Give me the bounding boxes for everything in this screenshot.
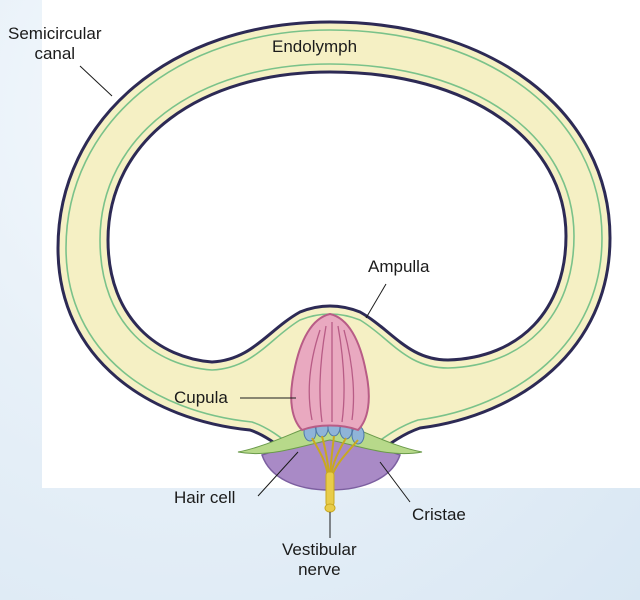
leader-lines	[79, 65, 411, 538]
label-hair-cell: Hair cell	[174, 488, 236, 507]
label-endolymph: Endolymph	[272, 37, 358, 56]
label-vestibular-line2: nerve	[298, 560, 341, 579]
nerve-trunk	[325, 471, 335, 507]
label-semicircular-canal: Semicircular canal	[8, 24, 102, 64]
label-cupula: Cupula	[174, 388, 228, 407]
label-vestibular-nerve: Vestibular nerve	[282, 540, 357, 580]
label-semicircular-line1: Semicircular	[8, 24, 102, 43]
nerve-end	[324, 503, 336, 513]
cupula	[290, 312, 370, 432]
cupula-striations	[308, 322, 355, 423]
label-ampulla: Ampulla	[368, 257, 430, 276]
membrane-line-inner	[99, 63, 575, 371]
label-cristae: Cristae	[412, 505, 466, 524]
label-vestibular-line1: Vestibular	[282, 540, 357, 559]
label-semicircular-line2: canal	[34, 44, 76, 63]
